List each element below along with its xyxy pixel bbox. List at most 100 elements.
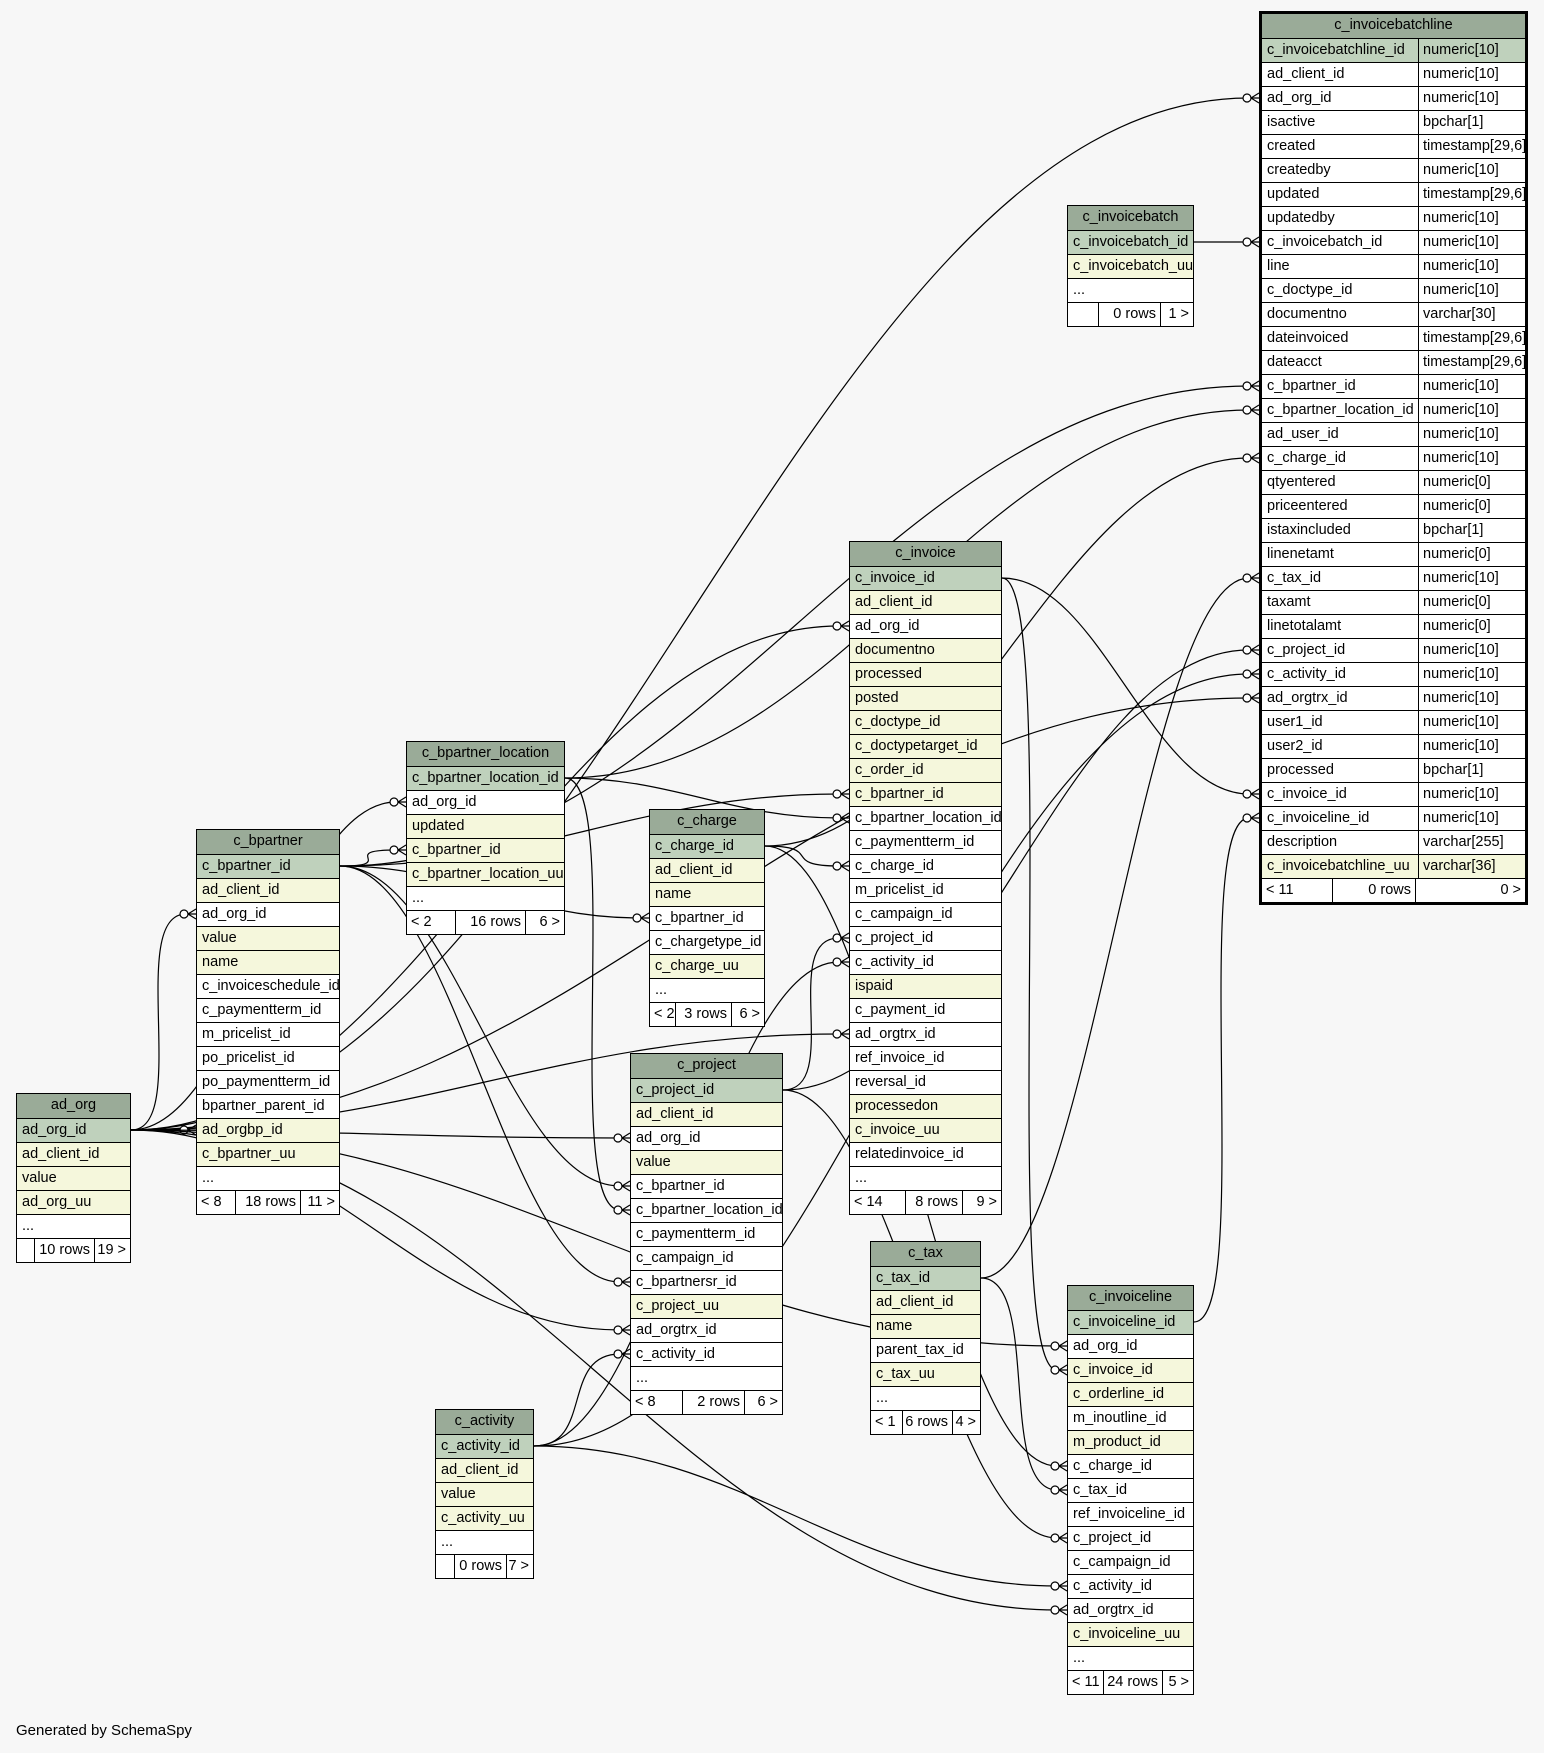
column-type: numeric[0] <box>1418 495 1525 518</box>
column-name: ad_org_id <box>1073 1338 1138 1354</box>
column-row-ad-org-id: ad_org_id <box>197 902 339 926</box>
column-row-more: ... <box>631 1366 782 1390</box>
zero-marker <box>632 913 642 923</box>
column-name: ad_org_id <box>22 1122 87 1138</box>
column-row-c-bpartner-id: c_bpartner_id <box>197 854 339 878</box>
column-name: c_charge_id <box>1073 1458 1152 1474</box>
column-name: m_pricelist_id <box>855 882 944 898</box>
many-marker <box>1058 1460 1068 1472</box>
parents-count: < 14 <box>854 1194 883 1210</box>
column-name: c_charge_id <box>655 838 734 854</box>
children-count: 0 > <box>1415 879 1525 902</box>
column-row-more: ... <box>650 978 764 1002</box>
column-name: c_project_id <box>1267 642 1346 658</box>
table-c-bpartner-location: c_bpartner_location c_bpartner_location_i… <box>406 741 565 935</box>
column-name: c_order_id <box>855 762 924 778</box>
many-marker <box>1058 1604 1068 1616</box>
many-marker <box>1058 1532 1068 1544</box>
column-type: numeric[0] <box>1418 471 1525 494</box>
column-row-c-charge-uu: c_charge_uu <box>650 954 764 978</box>
column-name: c_tax_uu <box>876 1366 935 1382</box>
zero-marker <box>1050 1365 1060 1375</box>
many-marker <box>621 1180 631 1192</box>
column-name: ad_org_id <box>1267 90 1332 106</box>
zero-marker <box>1242 453 1252 463</box>
zero-marker <box>613 1349 623 1359</box>
column-row-ad-client-id: ad_client_id <box>17 1142 130 1166</box>
column-row-more: ... <box>1068 1646 1193 1670</box>
children-count: 6 > <box>525 911 564 934</box>
column-row-po-pricelist-id: po_pricelist_id <box>197 1046 339 1070</box>
table-header: c_bpartner_location <box>407 742 564 766</box>
column-row-ad-org-id: ad_org_id <box>1068 1334 1193 1358</box>
row-count: 24 rows <box>1103 1671 1162 1694</box>
zero-marker <box>832 621 842 631</box>
children-count: 4 > <box>952 1411 980 1434</box>
column-row-name: name <box>871 1314 980 1338</box>
column-type: numeric[10] <box>1418 159 1525 182</box>
column-row-processedon: processedon <box>850 1094 1001 1118</box>
column-type: varchar[36] <box>1418 855 1525 878</box>
column-name: ispaid <box>855 978 893 994</box>
column-type: numeric[10] <box>1418 279 1525 302</box>
column-row-name: name <box>650 882 764 906</box>
parents-count: < 11 <box>1266 882 1294 898</box>
column-row-c-doctype-id: c_doctype_id <box>850 710 1001 734</box>
relationship-line <box>980 1277 1067 1491</box>
column-name: c_invoicebatch_uu <box>1073 258 1193 274</box>
table-header: c_bpartner <box>197 830 339 854</box>
column-row-c-bpartnersr-id: c_bpartnersr_id <box>631 1270 782 1294</box>
column-name: ad_orgtrx_id <box>1073 1602 1154 1618</box>
column-name: c_invoice_id <box>1073 1362 1153 1378</box>
column-row-c-invoice-uu: c_invoice_uu <box>850 1118 1001 1142</box>
column-name: updated <box>1267 186 1320 202</box>
column-name: createdby <box>1267 162 1331 178</box>
children-count: 6 > <box>731 1003 764 1026</box>
column-type: numeric[10] <box>1418 807 1525 830</box>
column-name: ad_org_id <box>412 794 477 810</box>
row-count: 6 rows <box>902 1411 952 1434</box>
column-name: c_bpartner_location_id <box>412 770 559 786</box>
column-row-c-paymentterm-id: c_paymentterm_id <box>197 998 339 1022</box>
column-name: ad_client_id <box>655 862 733 878</box>
column-name: value <box>22 1170 57 1186</box>
parents-count: < 11 <box>1072 1674 1100 1690</box>
column-name: linetotalamt <box>1267 618 1342 634</box>
column-type: bpchar[1] <box>1418 519 1525 542</box>
column-name: ad_client_id <box>441 1462 519 1478</box>
column-row-ad-client-id: ad_client_id <box>650 858 764 882</box>
column-name: updated <box>412 818 465 834</box>
column-row-ad-client-id: ad_client_id <box>436 1458 533 1482</box>
column-name: ad_client_id <box>22 1146 100 1162</box>
zero-marker <box>179 909 189 919</box>
relationship-line <box>339 849 406 867</box>
column-row-c-bpartner-location-id: c_bpartner_location_id <box>850 806 1001 830</box>
column-name: c_invoice_uu <box>855 1122 940 1138</box>
parents-count <box>436 1555 454 1578</box>
column-name: c_invoiceline_id <box>1267 810 1370 826</box>
column-name: value <box>441 1486 476 1502</box>
column-row-c-invoicebatch-uu: c_invoicebatch_uu <box>1068 254 1193 278</box>
column-row-c-activity-id: c_activity_id <box>850 950 1001 974</box>
column-row-posted: posted <box>850 686 1001 710</box>
column-name: c_activity_id <box>855 954 934 970</box>
column-type: numeric[10] <box>1418 687 1525 710</box>
relationship-line <box>339 865 630 1283</box>
column-row-ad-org-id: ad_org_id <box>631 1126 782 1150</box>
column-name: ad_org_id <box>855 618 920 634</box>
column-name: ... <box>1073 1650 1086 1666</box>
column-name: c_bpartner_location_id <box>855 810 1001 826</box>
column-row-ad-org-id: ad_org_id <box>17 1118 130 1142</box>
column-name: c_paymentterm_id <box>202 1002 322 1018</box>
column-row-m-pricelist-id: m_pricelist_id <box>850 878 1001 902</box>
